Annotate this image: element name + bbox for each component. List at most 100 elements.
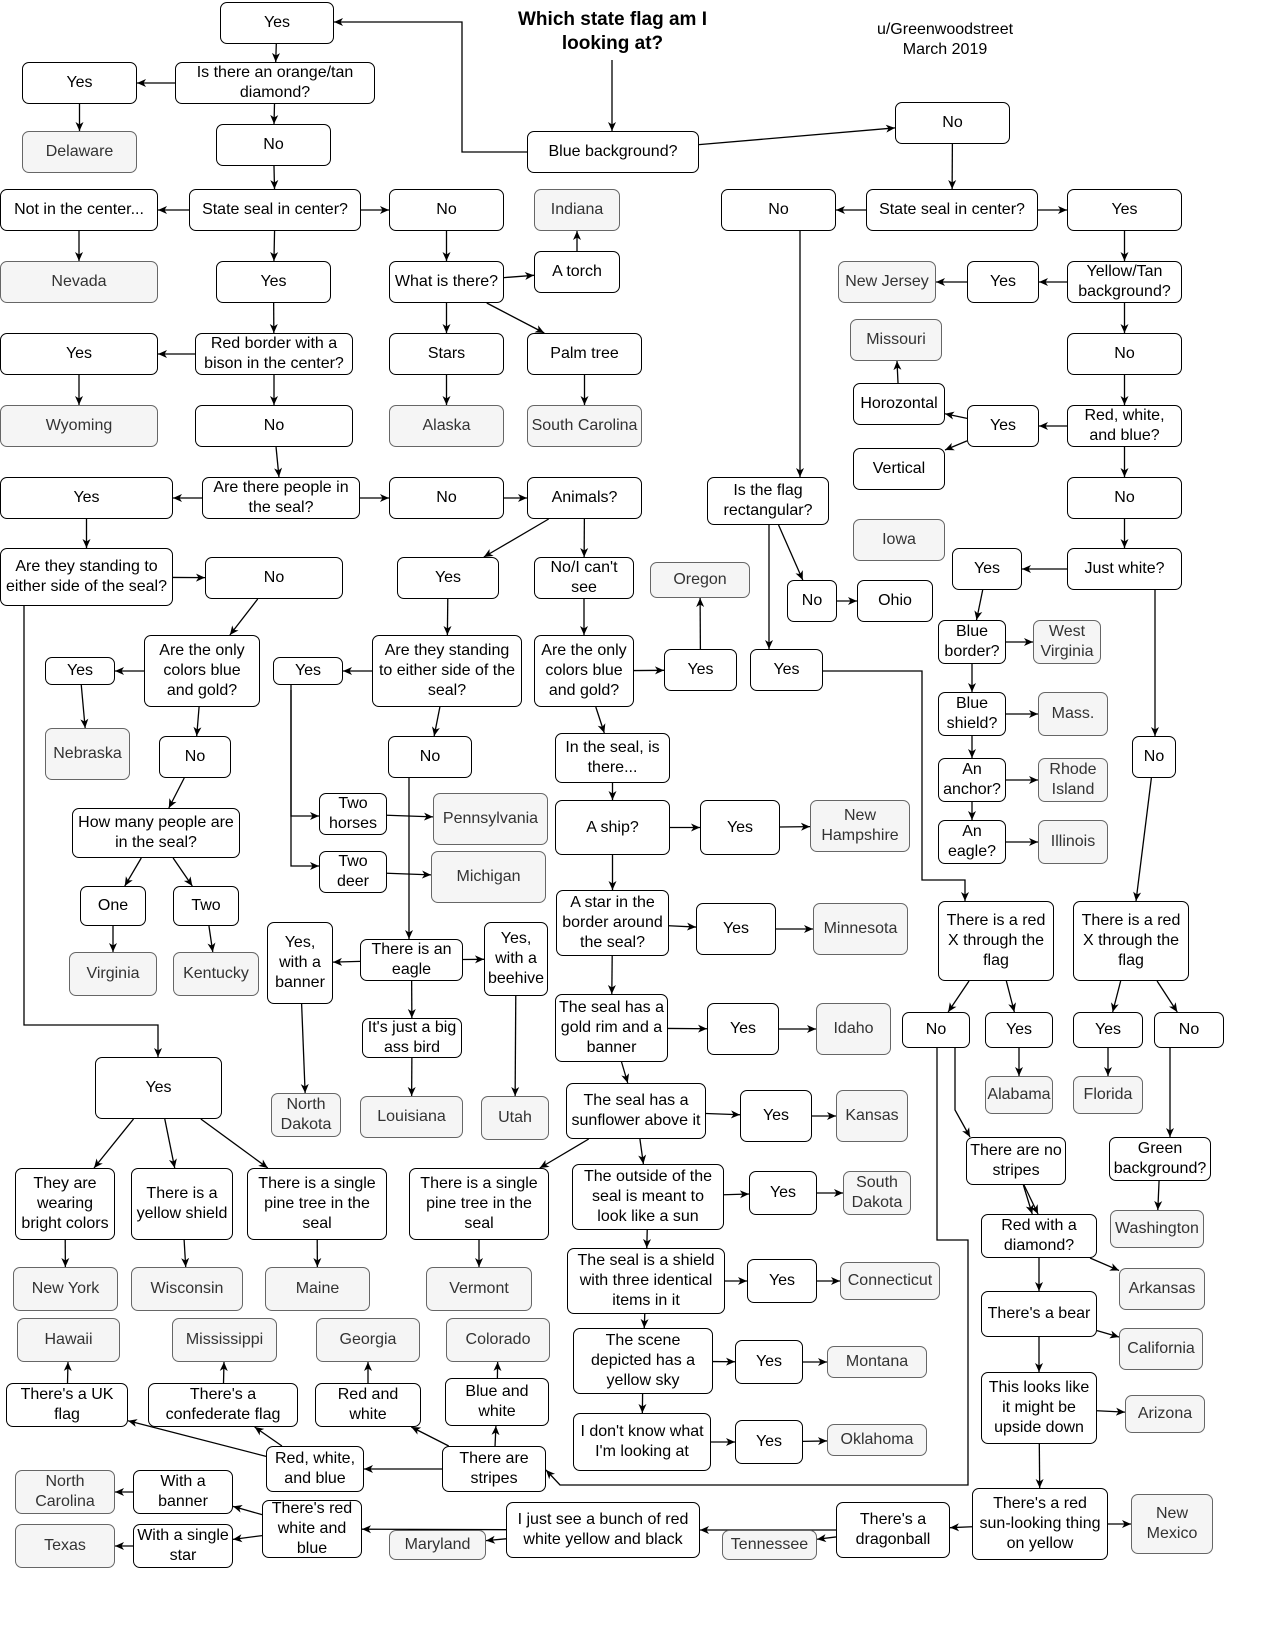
answer-node: New York <box>13 1267 118 1311</box>
connector-arrow <box>80 684 89 729</box>
answer-node: Indiana <box>534 189 620 231</box>
question-node: Ohio <box>857 580 933 622</box>
question-node: One <box>80 886 146 926</box>
connector-arrow <box>411 1426 450 1447</box>
question-node: There are stripes <box>442 1446 546 1492</box>
question-node: No <box>388 736 472 778</box>
question-node: Yes, with a beehive <box>484 922 548 996</box>
question-node: State seal in center? <box>189 189 361 231</box>
question-node: Is there an orange/tan diamond? <box>175 62 375 104</box>
question-node: Yes <box>0 333 158 375</box>
question-node: The seal has a gold rim and a banner <box>555 994 668 1062</box>
question-node: Yes <box>664 649 737 691</box>
question-node: Yes <box>749 1171 817 1215</box>
question-node: The outside of the seal is meant to look… <box>572 1164 724 1230</box>
connector-arrow <box>491 1425 500 1447</box>
connector-arrow <box>172 857 193 887</box>
connector-arrow <box>200 1118 269 1169</box>
connector-arrow <box>705 1110 741 1119</box>
question-node: No <box>721 189 836 231</box>
connector-arrow <box>232 1504 263 1516</box>
answer-node: New Mexico <box>1131 1494 1213 1554</box>
connector-arrow <box>620 1061 630 1084</box>
connector-arrow <box>386 812 434 821</box>
connector-arrow <box>270 165 279 190</box>
answer-node: Michigan <box>431 851 546 903</box>
answer-node: Maryland <box>389 1530 486 1560</box>
answer-node: Hawaii <box>17 1318 120 1362</box>
question-node: I don't know what I'm looking at <box>573 1413 711 1471</box>
question-node: There is an eagle <box>360 939 463 981</box>
question-node: Blue background? <box>527 131 699 173</box>
question-node: Yes <box>216 261 331 303</box>
connector-arrow <box>1154 1180 1163 1211</box>
question-node: No <box>389 477 504 519</box>
question-node: Yes <box>1073 1012 1143 1048</box>
connector-arrow <box>290 690 319 870</box>
connector-arrow <box>168 777 185 809</box>
answer-node: New Jersey <box>838 261 936 303</box>
question-node: There's a confederate flag <box>148 1383 298 1427</box>
answer-node: Vermont <box>426 1267 532 1311</box>
question-node: No/I can't see <box>534 557 634 599</box>
question-node: With a single star <box>133 1524 233 1568</box>
answer-node: North Dakota <box>271 1093 341 1137</box>
question-node: The seal has a sunflower above it <box>566 1083 706 1139</box>
connector-arrow <box>124 857 142 887</box>
answer-node: Kansas <box>836 1090 908 1142</box>
question-node: An anchor? <box>938 758 1006 802</box>
connector-arrow <box>539 1138 590 1169</box>
answer-node: New Hampshire <box>810 800 910 852</box>
connector-arrow <box>949 1523 973 1532</box>
connector-arrow <box>274 446 283 478</box>
answer-node: Missouri <box>850 319 942 361</box>
answer-node: Minnesota <box>813 903 908 955</box>
question-node: The scene depicted has a yellow sky <box>573 1328 713 1394</box>
connector-arrow <box>638 1138 647 1165</box>
answer-node: Illinois <box>1038 820 1108 864</box>
author: u/Greenwoodstreet <box>876 21 1014 38</box>
question-node: Stars <box>389 333 504 375</box>
question-node: A ship? <box>555 800 670 855</box>
connector-arrow <box>254 1426 283 1447</box>
connector-arrow <box>503 271 535 280</box>
question-node: An eagle? <box>938 820 1006 864</box>
answer-node: West Virginia <box>1033 620 1101 664</box>
question-node: There's a dragonball <box>836 1502 950 1558</box>
question-node: Yes <box>95 1057 222 1119</box>
question-node: Yes <box>735 1420 803 1464</box>
question-node: Red, white, and blue <box>266 1446 364 1492</box>
question-node: Animals? <box>527 477 642 519</box>
question-node: Yes <box>273 657 343 685</box>
question-node: Red and white <box>315 1383 421 1427</box>
question-node: What is there? <box>389 261 504 303</box>
connector-arrow <box>300 1003 309 1094</box>
question-node: Yes <box>967 261 1039 303</box>
answer-node: Washington <box>1110 1210 1204 1248</box>
answer-node: Louisiana <box>360 1096 463 1138</box>
connector-arrow <box>595 706 606 734</box>
question-node: No <box>1067 477 1182 519</box>
question-node: A torch <box>534 251 620 293</box>
connector-arrow <box>485 1535 507 1544</box>
connector-arrow <box>1096 1330 1120 1339</box>
question-node: No <box>895 102 1010 144</box>
connector-arrow <box>1111 980 1122 1013</box>
question-node: Are they standing to either side of the … <box>372 635 522 707</box>
answer-node: Alaska <box>389 405 504 447</box>
question-node: Yes <box>707 1003 779 1055</box>
question-node: Yes <box>952 548 1022 590</box>
question-node: Blue shield? <box>938 692 1006 736</box>
question-node: A star in the border around the seal? <box>556 890 669 956</box>
answer-node: Nevada <box>0 261 158 303</box>
question-node: With a banner <box>133 1470 233 1514</box>
question-node: In the seal, is there... <box>555 733 670 783</box>
connector-arrow <box>1133 777 1153 902</box>
question-node: Horozontal <box>853 383 945 425</box>
question-node: No <box>1067 333 1182 375</box>
question-node: I just see a bunch of red white yellow a… <box>506 1502 700 1558</box>
connector-arrow <box>332 957 361 966</box>
connector-arrow <box>272 43 280 63</box>
answer-node: Maine <box>265 1267 370 1311</box>
answer-node: Iowa <box>853 519 945 561</box>
